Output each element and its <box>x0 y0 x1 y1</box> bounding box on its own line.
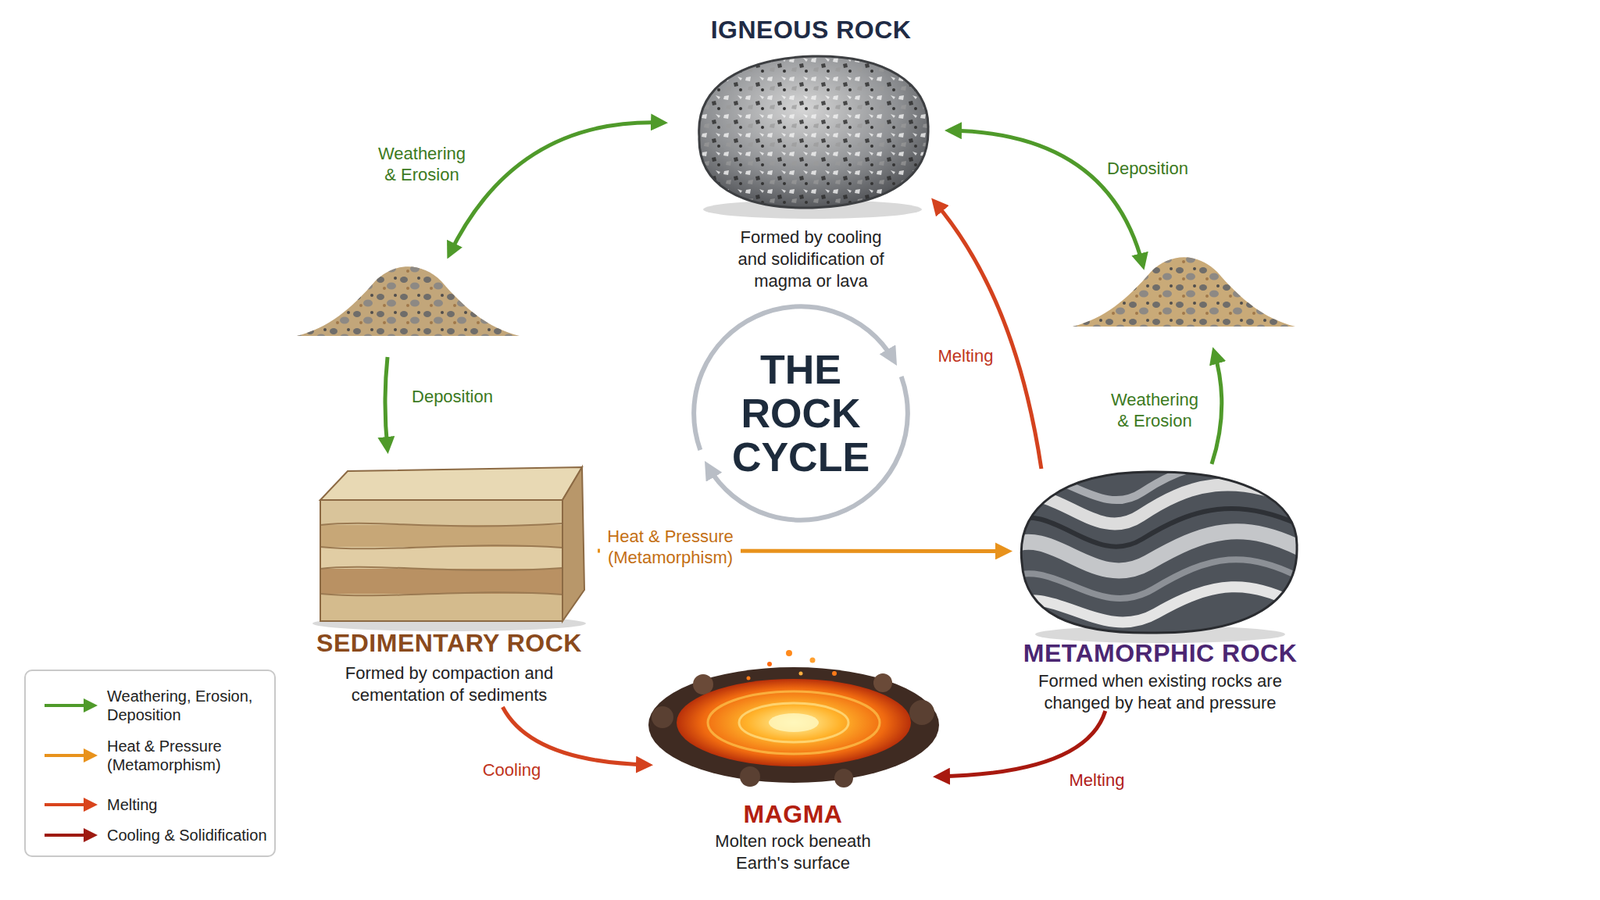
cycle-circle <box>693 306 908 520</box>
layer-lines <box>320 523 563 597</box>
rock-layer <box>320 525 563 547</box>
rim-rock <box>834 768 854 788</box>
pile-body <box>296 266 520 336</box>
legend-arrow-sample <box>41 696 101 715</box>
process-arrow <box>1211 351 1222 465</box>
legend-arrow-head <box>83 698 98 713</box>
legend-arrow-sample <box>41 746 101 765</box>
rock-type-heading: SEDIMENTARY ROCK <box>300 627 598 659</box>
sediment-pile <box>296 266 520 336</box>
description-text: Formed by cooling and solidification of … <box>728 226 894 293</box>
process-connector <box>502 707 649 765</box>
process-arrow <box>449 122 664 255</box>
legend-row: Heat & Pressure (Metamorphism) <box>25 736 275 775</box>
rock-layer <box>320 593 563 622</box>
magma-swirl <box>707 691 880 754</box>
connector-label: Cooling <box>441 759 583 781</box>
magma-node: MAGMAMolten rock beneath Earth's surface <box>648 640 938 875</box>
process-arrow <box>949 130 1143 266</box>
legend-box: Weathering, Erosion, DepositionHeat & Pr… <box>24 669 276 858</box>
magma-core <box>768 713 819 733</box>
igneous-rock-node: IGNEOUS ROCKFormed by cooling and solidi… <box>687 14 935 280</box>
rim-rock <box>739 766 761 787</box>
pile-stones <box>1072 257 1296 327</box>
process-label: Deposition <box>389 385 515 408</box>
rock-outline <box>1021 471 1297 633</box>
rock-type-heading: MAGMA <box>648 798 938 830</box>
legend-row: Melting <box>25 795 275 815</box>
spark <box>767 661 772 667</box>
spark <box>799 671 804 676</box>
legend-arrow-head <box>83 797 98 812</box>
block-outline <box>320 500 563 622</box>
rock-layer <box>320 500 563 525</box>
legend-arrow-line <box>44 833 86 837</box>
process-label: Weathering & Erosion <box>373 142 472 186</box>
band <box>1007 586 1313 622</box>
legend-arrow-head <box>83 828 98 843</box>
magma-swirl <box>739 703 849 743</box>
metamorphic-rock-node: METAMORPHIC ROCKFormed when existing roc… <box>1007 468 1313 711</box>
pile-stones <box>296 266 520 336</box>
rim-rock <box>651 706 674 729</box>
rock-type-heading: IGNEOUS ROCK <box>687 14 935 46</box>
spark <box>832 671 837 676</box>
description-text: Formed when existing rocks are changed b… <box>1031 670 1290 715</box>
legend-text: Heat & Pressure (Metamorphism) <box>107 736 268 775</box>
process-arrow <box>385 357 388 450</box>
legend-text: Weathering, Erosion, Deposition <box>107 686 268 725</box>
rim-rock <box>692 674 714 695</box>
rock-layer <box>320 546 563 569</box>
legend-row: Weathering, Erosion, Deposition <box>25 686 275 725</box>
sedimentary-rock-illustration <box>312 467 586 632</box>
process-label: Weathering & Erosion <box>1106 389 1204 432</box>
magma-pool <box>676 678 911 767</box>
metamorphic-rock-illustration <box>1007 463 1321 645</box>
description-text: Formed by compaction and cementation of … <box>332 662 567 707</box>
spark <box>785 650 793 657</box>
sediment-pile <box>1072 257 1296 327</box>
legend-arrow-sample <box>41 795 101 815</box>
block-side <box>562 467 585 622</box>
connector-label: Heat & Pressure (Metamorphism) <box>600 524 741 570</box>
rim-rock <box>909 700 935 725</box>
rock-layer <box>320 568 563 594</box>
band <box>1007 484 1313 524</box>
block-top <box>320 467 583 500</box>
pile-body <box>1072 257 1296 327</box>
legend-text: Melting <box>107 795 268 815</box>
process-connector <box>937 710 1106 777</box>
rock-type-heading: METAMORPHIC ROCK <box>1007 637 1313 669</box>
description-text: Molten rock beneath Earth's surface <box>707 830 879 875</box>
spark <box>810 657 816 664</box>
legend-arrow-line <box>44 753 86 758</box>
legend-text: Cooling & Solidification <box>107 825 268 845</box>
spark <box>746 676 751 681</box>
connector-label: Melting <box>895 345 1036 367</box>
legend-row: Cooling & Solidification <box>25 825 275 845</box>
process-connector <box>934 201 1042 469</box>
rock-body <box>1007 464 1321 645</box>
rock-body <box>699 56 929 208</box>
legend-arrow-line <box>44 703 86 708</box>
process-label: Deposition <box>1085 157 1211 179</box>
rim-rock <box>873 673 893 693</box>
magma-rim <box>648 667 940 783</box>
igneous-rock-illustration <box>699 56 929 219</box>
connector-label: Melting <box>1026 769 1168 791</box>
diagram-title: THE ROCK CYCLE <box>710 347 891 479</box>
magma-illustration <box>648 650 940 788</box>
legend-arrow-head <box>83 748 98 763</box>
legend-arrow-line <box>44 803 86 807</box>
rock-texture <box>699 56 929 208</box>
sedimentary-rock-node: SEDIMENTARY ROCKFormed by compaction and… <box>300 457 598 708</box>
legend-arrow-sample <box>41 825 101 845</box>
foliated-bands <box>1007 463 1321 645</box>
